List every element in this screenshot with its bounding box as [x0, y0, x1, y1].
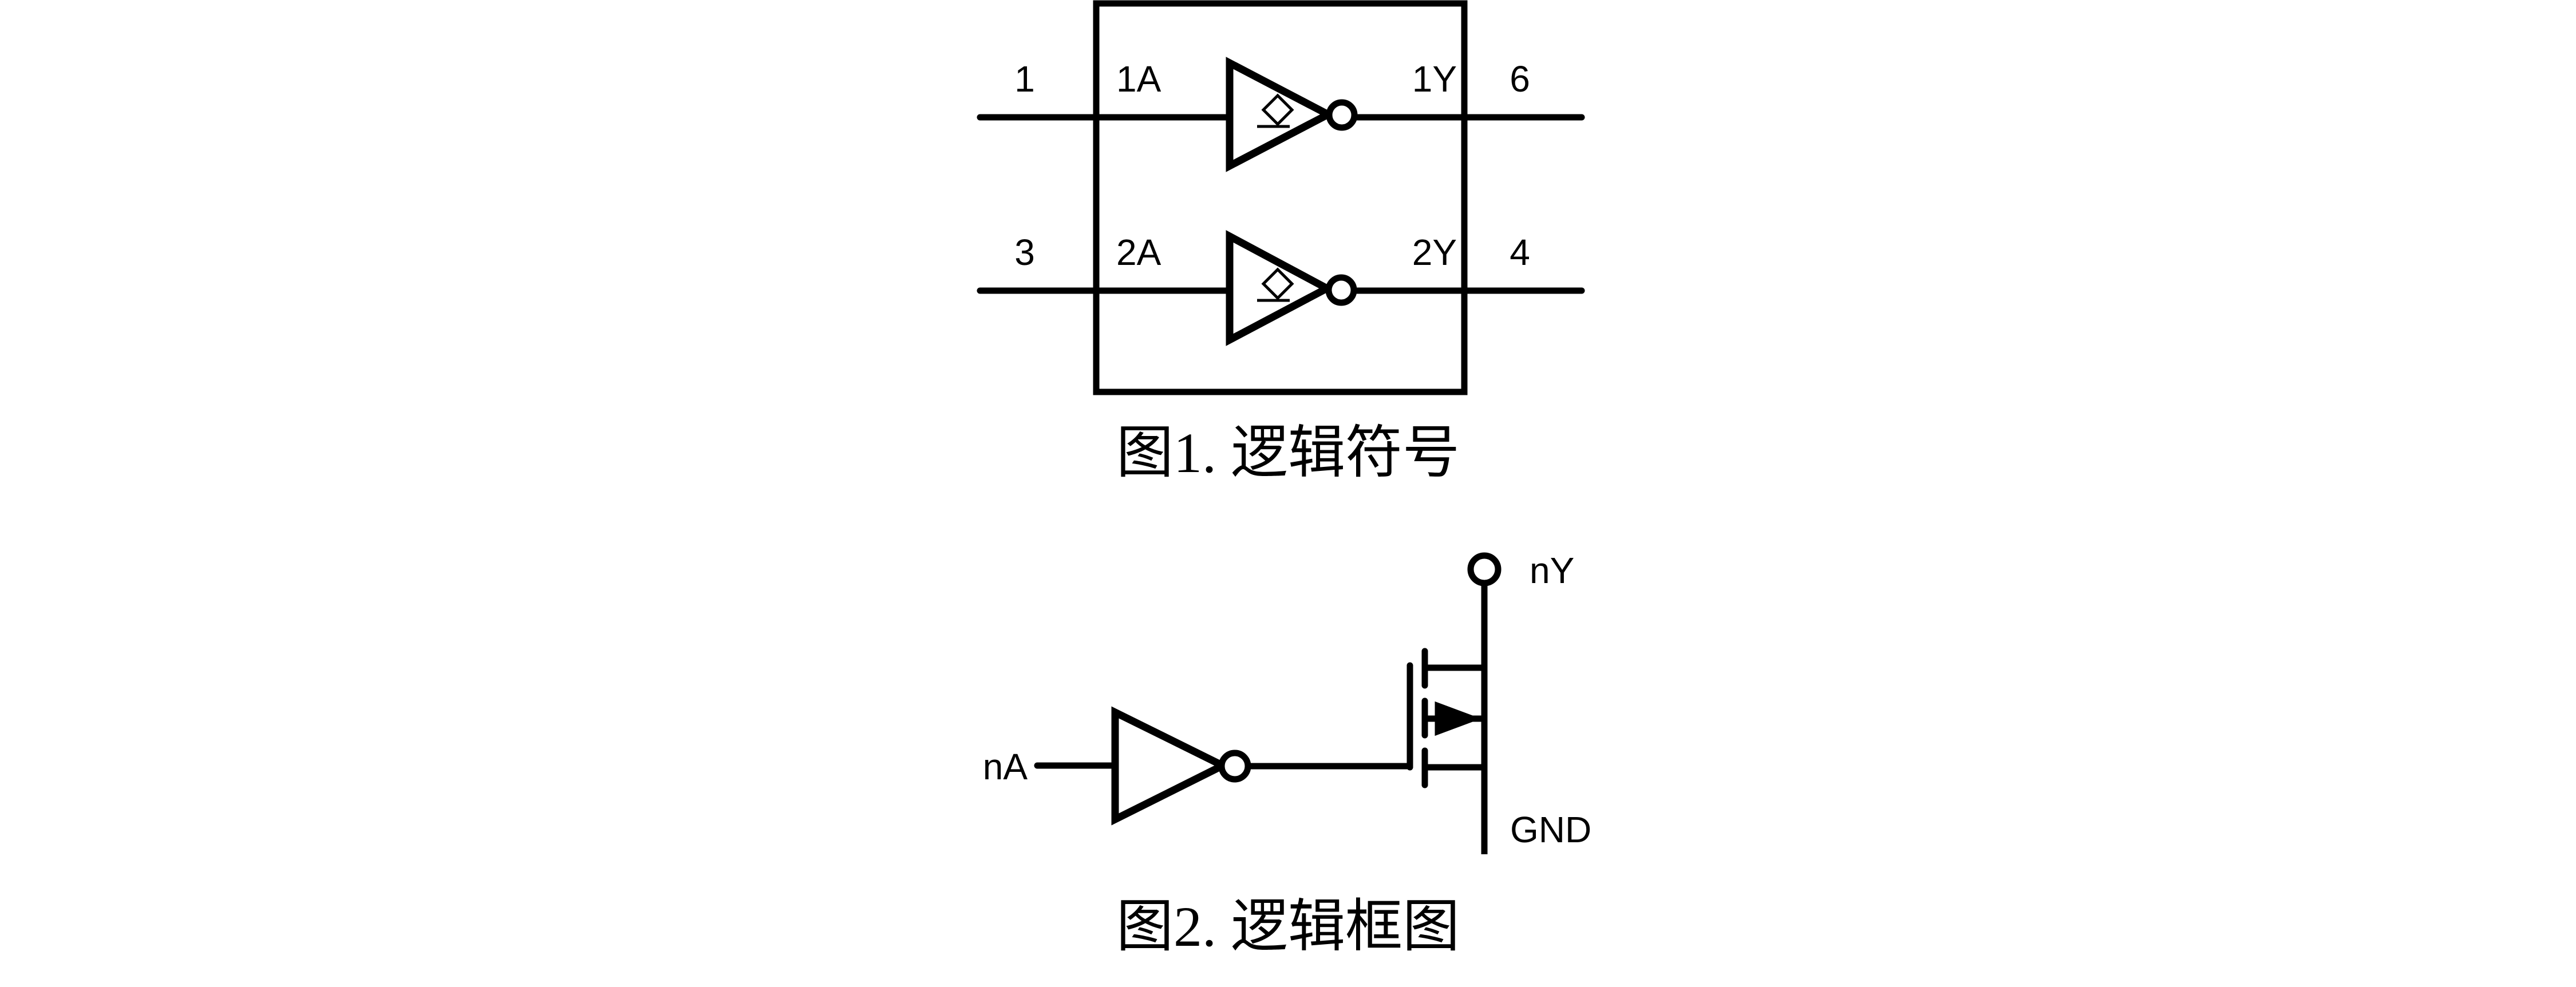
channel-2-inverter-triangle	[1226, 230, 1335, 346]
output-label-nY: nY	[1530, 550, 1574, 591]
port-label-2A: 2A	[1116, 232, 1161, 273]
ground-label-GND: GND	[1510, 809, 1591, 850]
mosfet-source-lead	[1425, 764, 1488, 854]
pin-label-3: 3	[1014, 232, 1035, 273]
pin-label-6: 6	[1510, 58, 1530, 100]
pin-label-4: 4	[1510, 232, 1530, 273]
channel-1-hysteresis-icon	[1257, 93, 1294, 128]
port-label-2Y: 2Y	[1412, 232, 1457, 273]
figure-2-caption: 图2. 逻辑框图	[0, 898, 2576, 956]
inverter-triangle	[1111, 706, 1231, 826]
package-outline-box	[1093, 0, 1468, 395]
mosfet-body-arrow-icon	[1435, 701, 1481, 736]
channel-2-hysteresis-icon	[1257, 267, 1294, 302]
inverter-output-bubble	[1218, 750, 1251, 783]
figure-1-caption: 图1. 逻辑符号	[0, 425, 2576, 482]
port-label-1Y: 1Y	[1412, 58, 1457, 100]
pin-label-1: 1	[1014, 58, 1035, 100]
mosfet-drain-lead	[1425, 583, 1488, 671]
output-terminal-node-nY	[1467, 552, 1502, 586]
channel-1-inverter-triangle	[1226, 57, 1337, 172]
port-label-1A: 1A	[1116, 58, 1161, 100]
input-label-nA: nA	[983, 746, 1028, 787]
figure-1-logic-symbol: 1 1A 1Y 6 3 2A 2Y 4	[977, 0, 1585, 395]
figure-2-caption-text: 图2. 逻辑框图	[1116, 895, 1460, 958]
figure-1-caption-text: 图1. 逻辑符号	[1116, 421, 1460, 485]
